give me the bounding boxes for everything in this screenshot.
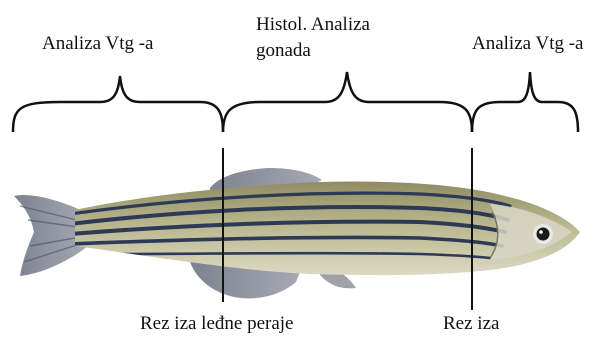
zebrafish xyxy=(14,168,580,298)
brace-right xyxy=(472,72,578,132)
label-cut-behind: Rez iza xyxy=(443,313,499,335)
label-right-section: Analiza Vtg -a xyxy=(472,33,584,55)
label-cut-behind-dorsal-fin: Rez iza leđne peraje xyxy=(140,313,293,335)
label-left-section: Analiza Vtg -a xyxy=(42,33,154,55)
brace-left xyxy=(13,76,223,132)
brace-middle xyxy=(223,72,472,132)
label-middle-section-line2: gonada xyxy=(256,40,311,62)
label-middle-section-line1: Histol. Analiza xyxy=(256,14,370,36)
